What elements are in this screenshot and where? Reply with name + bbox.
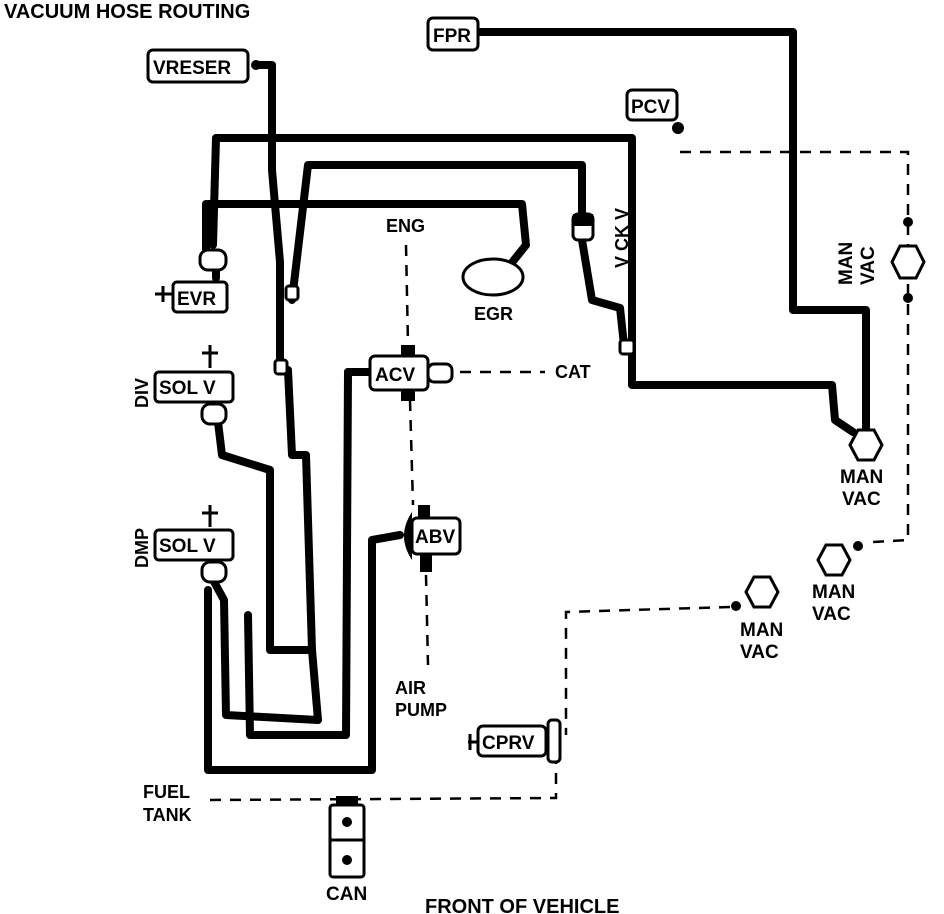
fuel-tank-label-line2: TANK bbox=[143, 805, 192, 825]
evr-label: EVR bbox=[177, 289, 216, 310]
fpr-component: FPR bbox=[426, 16, 480, 52]
dash-acv-abv bbox=[408, 399, 415, 506]
man-vac-center-vac: VAC bbox=[740, 642, 779, 663]
sol-v-div-label: SOL V bbox=[159, 378, 216, 399]
egr-label: EGR bbox=[474, 304, 513, 324]
man-vac-lower-right-man: MAN bbox=[812, 582, 855, 603]
cprv-label: CPRV bbox=[482, 733, 535, 754]
pcv-label: PCV bbox=[631, 97, 670, 118]
eng-label: ENG bbox=[386, 216, 425, 236]
man-vac-mid-right: MAN VAC bbox=[840, 428, 884, 510]
front-of-vehicle-label: FRONT OF VEHICLE bbox=[425, 896, 619, 914]
dash-eng bbox=[404, 244, 410, 346]
diagram-title: VACUUM HOSE ROUTING bbox=[4, 1, 250, 23]
evr-component: EVR bbox=[155, 248, 229, 314]
air-pump-label-line2: PUMP bbox=[395, 700, 447, 720]
hose-vckv-upper bbox=[288, 161, 586, 304]
hose-acv-loop bbox=[244, 368, 352, 739]
hose-lines bbox=[202, 28, 870, 774]
dash-air-pump bbox=[424, 574, 430, 666]
man-vac-mid-right-vac: VAC bbox=[842, 489, 881, 510]
hose-vreser bbox=[252, 61, 284, 374]
vreser-label: VRESER bbox=[153, 58, 231, 79]
fittings bbox=[273, 284, 636, 376]
acv-component: ACV bbox=[368, 345, 454, 401]
sol-v-dmp-label: SOL V bbox=[159, 536, 216, 557]
hose-vckv-lower bbox=[578, 236, 628, 349]
man-vac-lower-right-vac: VAC bbox=[812, 604, 851, 625]
fpr-label: FPR bbox=[433, 26, 471, 47]
man-vac-right-upper-vac: VAC bbox=[858, 246, 879, 285]
hose-div-loop bbox=[214, 366, 316, 654]
div-label: DIV bbox=[132, 378, 152, 408]
man-vac-center: MAN VAC bbox=[731, 575, 783, 663]
dashed-lines bbox=[209, 150, 910, 802]
dash-cprv-manvac bbox=[564, 605, 731, 735]
egr-component: EGR bbox=[461, 257, 525, 324]
vckv-label: V CK V bbox=[612, 208, 632, 268]
can-component: CAN bbox=[326, 796, 367, 905]
man-vac-right-upper-man: MAN bbox=[836, 242, 857, 285]
hose-egr bbox=[202, 200, 530, 269]
dash-pcv-manvac bbox=[680, 150, 910, 544]
cat-label: CAT bbox=[555, 362, 591, 382]
hose-evr-manvac bbox=[209, 134, 857, 436]
pcv-component: PCV bbox=[625, 88, 684, 134]
sol-v-dmp-component: SOL V bbox=[153, 505, 235, 584]
acv-label: ACV bbox=[375, 365, 415, 386]
hose-fpr-manvac bbox=[474, 28, 870, 432]
abv-label: ABV bbox=[415, 527, 455, 548]
abv-component: ABV bbox=[404, 505, 462, 572]
dash-fuel-tank bbox=[209, 750, 558, 802]
man-vac-right-upper: MAN VAC bbox=[836, 217, 926, 303]
man-vac-lower-right: MAN VAC bbox=[812, 541, 863, 625]
dmp-label: DMP bbox=[132, 528, 152, 568]
man-vac-mid-right-man: MAN bbox=[840, 467, 883, 488]
man-vac-center-man: MAN bbox=[740, 620, 783, 641]
hose-dmp-loop bbox=[208, 574, 322, 724]
sol-v-div-component: SOL V bbox=[153, 345, 235, 426]
vckv-component: V CK V bbox=[571, 208, 632, 268]
hose-abv-loop bbox=[204, 531, 404, 774]
cprv-component: CPRV bbox=[468, 718, 562, 764]
fuel-tank-label-line1: FUEL bbox=[143, 782, 190, 802]
can-label: CAN bbox=[326, 884, 367, 905]
air-pump-label-line1: AIR bbox=[395, 678, 426, 698]
vreser-component: VRESER bbox=[146, 48, 261, 84]
